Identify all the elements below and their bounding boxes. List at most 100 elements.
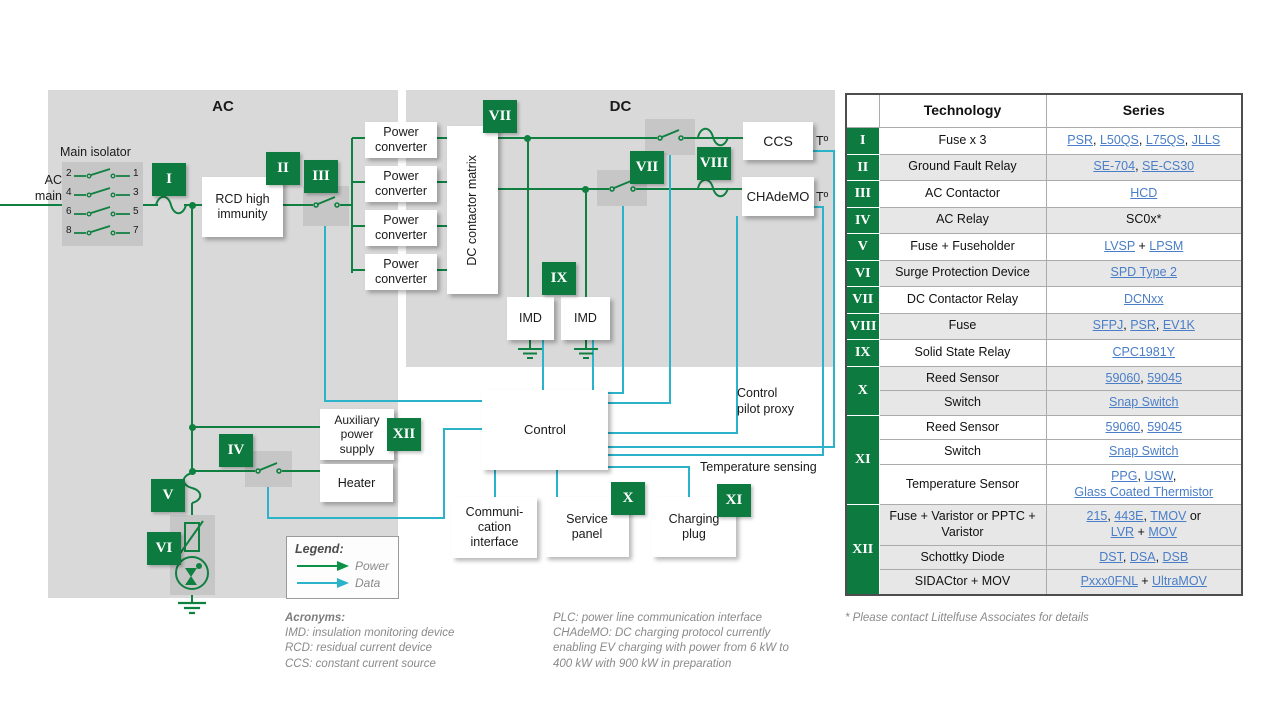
group-number-II: II [845,153,880,181]
badge-VII: VII [630,151,664,184]
series-link-lpsm[interactable]: LPSM [1149,238,1184,253]
series-cell: SC0x* [1045,206,1243,234]
series-link-dsa[interactable]: DSA [1129,549,1156,564]
plug-line1: Charging [668,512,720,527]
series-link-ultramov[interactable]: UltraMOV [1152,574,1207,589]
dc-matrix-label: DC contactor matrix [465,154,480,266]
series-link-mov[interactable]: MOV [1148,524,1177,539]
badge-III: III [304,160,338,193]
junction-dot [189,202,196,209]
technology-cell: SIDACtor + MOV [878,569,1047,596]
series-link-59045[interactable]: 59045 [1147,370,1182,385]
series-link-spd-type-2[interactable]: SPD Type 2 [1110,265,1177,280]
data-arrow-icon [297,578,349,588]
series-link-ppg[interactable]: PPG [1111,469,1138,483]
series-link-se-cs30[interactable]: SE-CS30 [1142,159,1195,174]
comm-line3: interface [470,534,519,549]
series-link-psr[interactable]: PSR [1067,132,1093,147]
series-link-pxxx0fnl[interactable]: Pxxx0FNL [1080,574,1138,589]
comm-line2: cation [477,520,512,535]
power-line [437,225,449,227]
dc-contactor-matrix-box: DC contactor matrix [447,126,498,294]
series-link-59060[interactable]: 59060 [1105,419,1141,434]
series-cell: Snap Switch [1045,439,1243,465]
badge-XI: XI [717,484,751,517]
dc-section-label: DC [609,98,632,115]
series-link-dsb[interactable]: DSB [1162,549,1189,564]
legend-power-label: Power [355,559,390,573]
data-line [267,487,269,519]
service-line1: Service [566,512,608,527]
series-link-tmov[interactable]: TMOV [1150,509,1187,524]
switch-icon [74,206,130,217]
technology-cell: Fuse + Fuseholder [878,233,1047,261]
technology-cell: AC Relay [878,206,1047,234]
series-link-l75qs[interactable]: L75QS [1145,132,1185,147]
technology-cell: Reed Sensor [878,365,1047,392]
ac-main-line2: main [34,189,62,204]
series-text: , [1138,132,1146,147]
plc-line: PLC: power line communication interface [553,612,763,624]
series-link-l50qs[interactable]: L50QS [1099,132,1139,147]
series-link-se-704[interactable]: SE-704 [1093,159,1136,174]
series-link-ev1k[interactable]: EV1K [1162,318,1195,333]
plc-line: 400 kW with 900 kW in preparation [553,657,732,670]
data-line [494,470,496,498]
series-text: , [1155,318,1163,333]
acronym-line: CCS: constant current source [285,657,436,670]
technology-cell: Schottky Diode [878,544,1047,571]
series-link-hcd[interactable]: HCD [1130,185,1158,200]
data-line [608,446,835,448]
series-link-dst[interactable]: DST [1099,549,1123,564]
service-line2: panel [571,527,603,541]
badge-VII: VII [483,100,517,133]
series-link-glass-coated-thermistor[interactable]: Glass Coated Thermistor [1074,484,1214,499]
series-header: Series [1045,93,1243,128]
isolator-pole-number: 4 [66,187,72,198]
series-link-215[interactable]: 215 [1086,509,1108,524]
legend-data-label: Data [355,576,381,590]
series-link-snap-switch[interactable]: Snap Switch [1109,395,1179,410]
series-text: or [1186,509,1201,524]
series-cell: DCNxx [1045,286,1243,314]
data-line [608,402,671,404]
switch-icon [242,462,294,474]
series-link-sfpj[interactable]: SFPJ [1092,318,1124,333]
data-line [797,150,835,152]
legend-box: Legend: Power Data [286,536,399,599]
badge-X: X [611,482,645,515]
series-link-cpc1981y[interactable]: CPC1981Y [1112,344,1176,359]
power-line [498,137,743,139]
group-number-VIII: VIII [845,312,880,340]
series-link-jlls[interactable]: JLLS [1191,132,1221,147]
series-link-443e[interactable]: 443E [1114,509,1144,524]
series-link-59045[interactable]: 59045 [1147,419,1182,434]
ccs-box: CCS [743,122,813,160]
series-link-snap-switch[interactable]: Snap Switch [1109,444,1179,459]
series-link-dcnxx[interactable]: DCNxx [1123,291,1164,306]
badge-II: II [266,152,300,185]
series-link-lvr[interactable]: LVR [1110,524,1135,539]
series-cell: SE-704, SE-CS30 [1045,153,1243,181]
series-link-59060[interactable]: 59060 [1105,370,1141,385]
series-text: + [1134,524,1149,539]
series-link-lvsp[interactable]: LVSP [1104,238,1135,253]
data-line [833,150,835,448]
table-footnote: * Please contact Littelfuse Associates f… [845,612,1089,624]
temperature-sensing-label: Temperature sensing [700,460,817,474]
fuse-icon [155,195,187,215]
technology-cell: Switch [878,439,1047,465]
series-text: , [1137,469,1145,483]
data-line [443,428,445,519]
group-number-IX: IX [845,339,880,367]
series-link-usw[interactable]: USW [1144,469,1173,483]
series-link-psr[interactable]: PSR [1130,318,1156,333]
series-cell: CPC1981Y [1045,339,1243,367]
badge-XII: XII [387,418,421,451]
series-cell: Snap Switch [1045,390,1243,416]
data-line [608,432,738,434]
